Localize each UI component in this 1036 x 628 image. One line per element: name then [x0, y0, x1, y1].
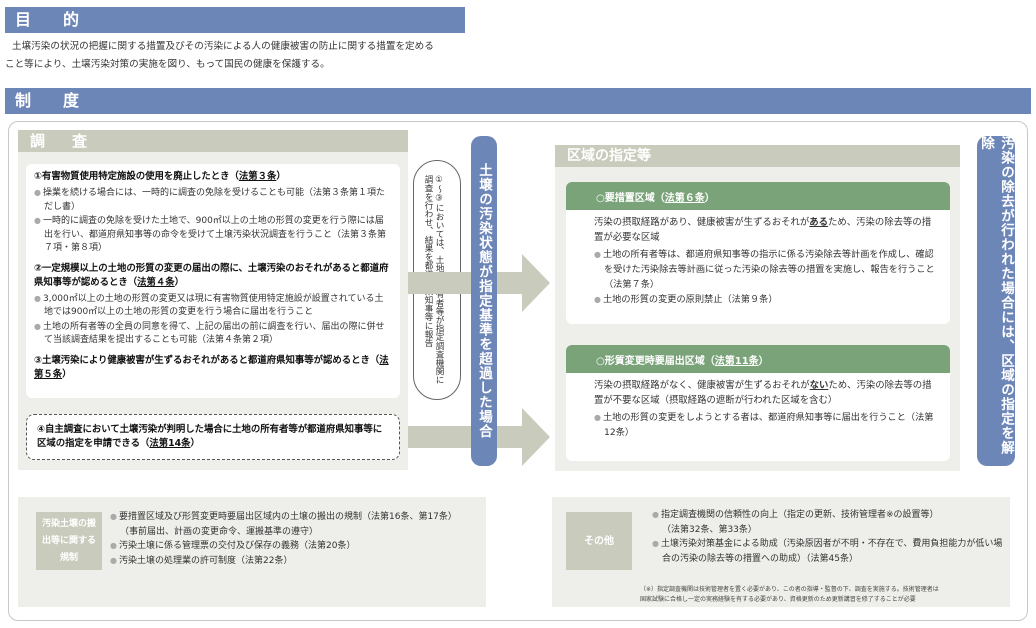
survey-item-1-bullet-1: 操業を続ける場合には、一時的に調査の免除を受けることも可能（法第３条第１項ただし… — [34, 186, 392, 214]
soil-regulation-bullet-1: 要措置区域及び形質変更時要届出区域内の土壌の搬出の規制（法第16条、第17条） — [110, 510, 482, 525]
soil-regulation-bullet-2: 汚染土壌に係る管理票の交付及び保存の義務（法第20条） — [110, 539, 482, 554]
removal-text: 汚染の除去が行われた場合には、区域の指定を解除 — [978, 136, 1014, 455]
zone-1-law: 法第６条 — [664, 192, 705, 204]
survey-title: 調 査 — [30, 132, 94, 150]
survey-item-4-law: 法第14条 — [149, 438, 191, 449]
zone-1-header: ○要措置区域（法第６条） — [566, 182, 950, 210]
zone-2-header: ○形質変更時要届出区域（法第11条） — [566, 345, 950, 373]
purpose-header: 目 的 — [5, 7, 465, 33]
zone-2-card: ○形質変更時要届出区域（法第11条） 汚染の摂取経路がなく、健康被害が生ずるおそ… — [566, 345, 950, 461]
others-label: その他 — [566, 512, 632, 570]
soil-regulation-bullet-3: 汚染土壌の処理業の許可制度（法第22条） — [110, 554, 482, 569]
survey-item-1-head: ①有害物質使用特定施設の使用を廃止したとき（法第３条） — [34, 171, 286, 182]
soil-regulation-label: 汚染土壌の搬出等に関する規制 — [36, 512, 102, 570]
survey-item-2-bullet-2: 土地の所有者等の全員の同意を得て、上記の届出の前に調査を行い、届出の際に併せて当… — [34, 320, 392, 348]
survey-item-4-box: ④自主調査において土壌汚染が判明した場合に土地の所有者等が都道府県知事等に区域の… — [26, 414, 400, 460]
survey-item-2-bullet-1: 3,000㎡以上の土地の形質の変更又は現に有害物質使用特定施設が設置されている土… — [34, 292, 392, 320]
others-bullet-2: 土壌汚染対策基金による助成（汚染原因者が不明・不存在で、費用負担能力が低い場合の… — [652, 537, 1004, 566]
designation-header: 区域の指定等 — [555, 145, 960, 167]
others-footnote: （※）指定調査機関は技術管理者を置く必要があり、この者の指導・監督の下、調査を実… — [640, 585, 1006, 605]
zone-2-description: 汚染の摂取経路がなく、健康被害が生ずるおそれがないため、汚染の除去等の措置が不要… — [594, 380, 932, 406]
others-bullet-1-note: （法第32条、第33条） — [662, 524, 757, 535]
zone-1-card: ○要措置区域（法第６条） 汚染の摂取経路があり、健康被害が生ずるおそれがあるため… — [566, 182, 950, 324]
soil-regulation-bullet-1-note: （事前届出、計画の変更命令、運搬基準の遵守） — [120, 526, 319, 537]
zone-2-law: 法第11条 — [714, 355, 759, 367]
zone-1-bullet-2: 土地の形質の変更の原則禁止（法第９条） — [594, 292, 938, 307]
others-footnote-2: 国家試験に合格し一定の実務経験を有する必要があり、資格更新のため更新講習を修了す… — [640, 596, 916, 603]
system-title: 制 度 — [15, 91, 88, 110]
zone-2-bullet-1: 土地の形質の変更をしようとする者は、都道府県知事等に届出を行うこと（法第12条） — [594, 410, 938, 440]
removal-bar: 汚染の除去が行われた場合には、区域の指定を解除 — [977, 136, 1015, 466]
survey-item-2-head: ②一定規模以上の土地の形質の変更の届出の際に、土壌汚染のおそれがあると都道府県知… — [34, 262, 389, 288]
purpose-title: 目 的 — [15, 10, 88, 29]
survey-item-4-head: ④自主調査において土壌汚染が判明した場合に土地の所有者等が都道府県知事等に区域の… — [37, 424, 383, 449]
others-list: 指定調査機関の信頼性の向上（指定の更新、技術管理者※の設置等） （法第32条、第… — [652, 508, 1004, 566]
exceed-standard-bar: 土壌の汚染状態が指定基準を超過した場合 — [471, 136, 497, 466]
survey-item-2-law: 法第４条 — [137, 276, 175, 288]
zone-1-description: 汚染の摂取経路があり、健康被害が生ずるおそれがあるため、汚染の除去等の措置が必要… — [594, 217, 932, 243]
others-bullet-1: 指定調査機関の信頼性の向上（指定の更新、技術管理者※の設置等） — [652, 508, 1004, 523]
survey-item-1-law: 法第３条 — [238, 171, 277, 182]
survey-item-3-head: ③土壌汚染により健康被害が生ずるおそれがあると都道府県知事等が認めるとき（法第５… — [34, 354, 389, 380]
purpose-line-2: こと等により、土壌汚染対策の実施を図り、もって国民の健康を保護する。 — [5, 59, 330, 70]
others-footnote-1: （※）指定調査機関は技術管理者を置く必要があり、この者の指導・監督の下、調査を実… — [640, 586, 939, 593]
survey-header: 調 査 — [18, 130, 408, 152]
survey-item-3-law: 法第５条 — [34, 354, 389, 380]
survey-item-1-bullet-2: 一時的に調査の免除を受けた土地で、900㎡以上の土地の形質の変更を行う際には届出… — [34, 214, 392, 256]
purpose-line-1: 土壌汚染の状況の把握に関する措置及びその汚染による人の健康被害の防止に関する措置… — [12, 41, 434, 52]
survey-card: ①有害物質使用特定施設の使用を廃止したとき（法第３条） 操業を続ける場合には、一… — [26, 164, 400, 398]
soil-regulation-list: 要措置区域及び形質変更時要届出区域内の土壌の搬出の規制（法第16条、第17条） … — [110, 510, 482, 568]
system-header: 制 度 — [5, 88, 1031, 114]
designation-title: 区域の指定等 — [567, 148, 651, 164]
exceed-standard-text: 土壌の汚染状態が指定基準を超過した場合 — [476, 163, 492, 439]
zone-1-bullet-1: 土地の所有者等は、都道府県知事等の指示に係る汚染除去等計画を作成し、確認を受けた… — [594, 247, 938, 292]
